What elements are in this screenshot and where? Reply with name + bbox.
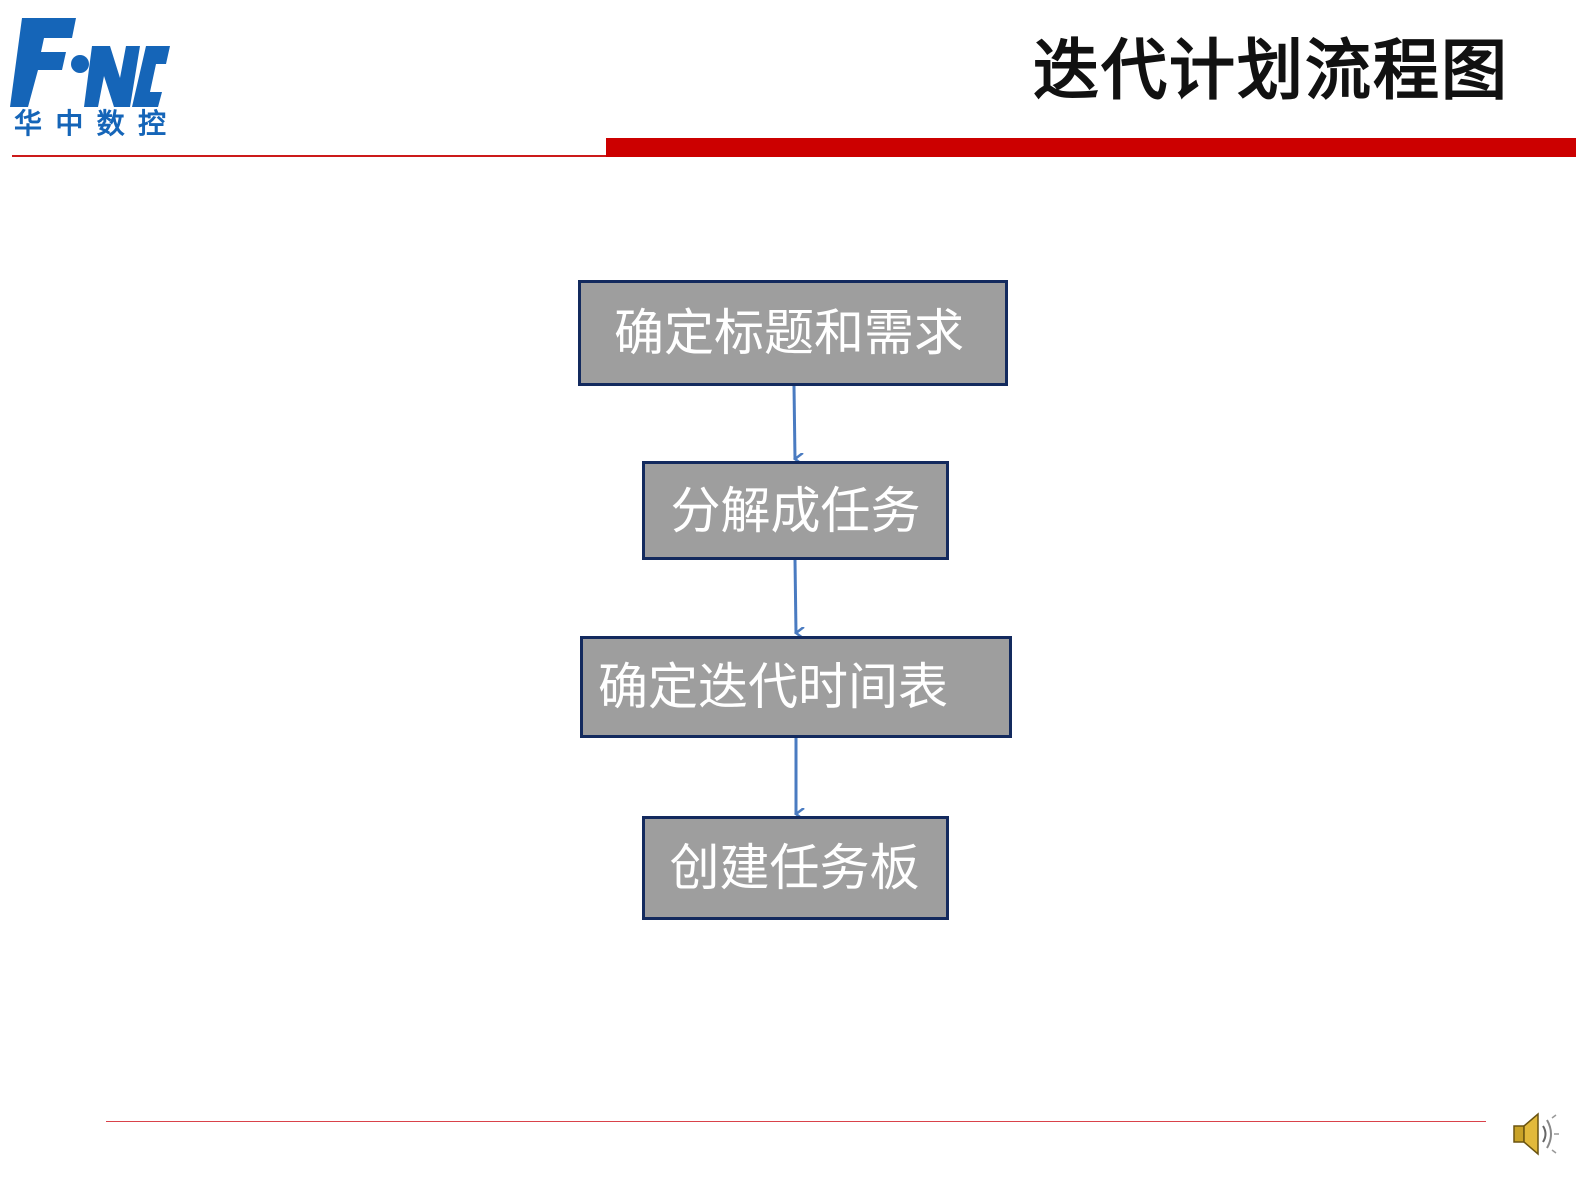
header-accent-bar [606,138,1576,157]
logo-mark [10,18,170,107]
page-title: 迭代计划流程图 [1033,32,1509,109]
arrow-2 [793,559,796,633]
flow-step-label: 确定标题和需求 [614,304,964,362]
flow-step-label: 确定迭代时间表 [598,658,948,716]
logo: 华 中 数 控 [10,12,170,142]
logo-char: 数 [96,107,125,140]
logo-char: 华 [14,107,43,140]
speaker-icon[interactable] [1508,1108,1560,1160]
flow-step-2: 分解成任务 [642,461,949,560]
arrow-1 [792,385,795,459]
flow-step-3: 确定迭代时间表 [580,636,1012,738]
flow-step-label: 创建任务板 [669,839,920,897]
logo-text: 华 中 数 控 [10,108,170,140]
header-divider-thin [12,155,606,157]
flow-step-4: 创建任务板 [642,816,949,920]
flow-step-label: 分解成任务 [670,481,921,540]
flow-step-1: 确定标题和需求 [578,280,1008,386]
logo-char: 中 [55,107,84,140]
footer-divider [106,1121,1486,1122]
logo-char: 控 [137,107,166,140]
